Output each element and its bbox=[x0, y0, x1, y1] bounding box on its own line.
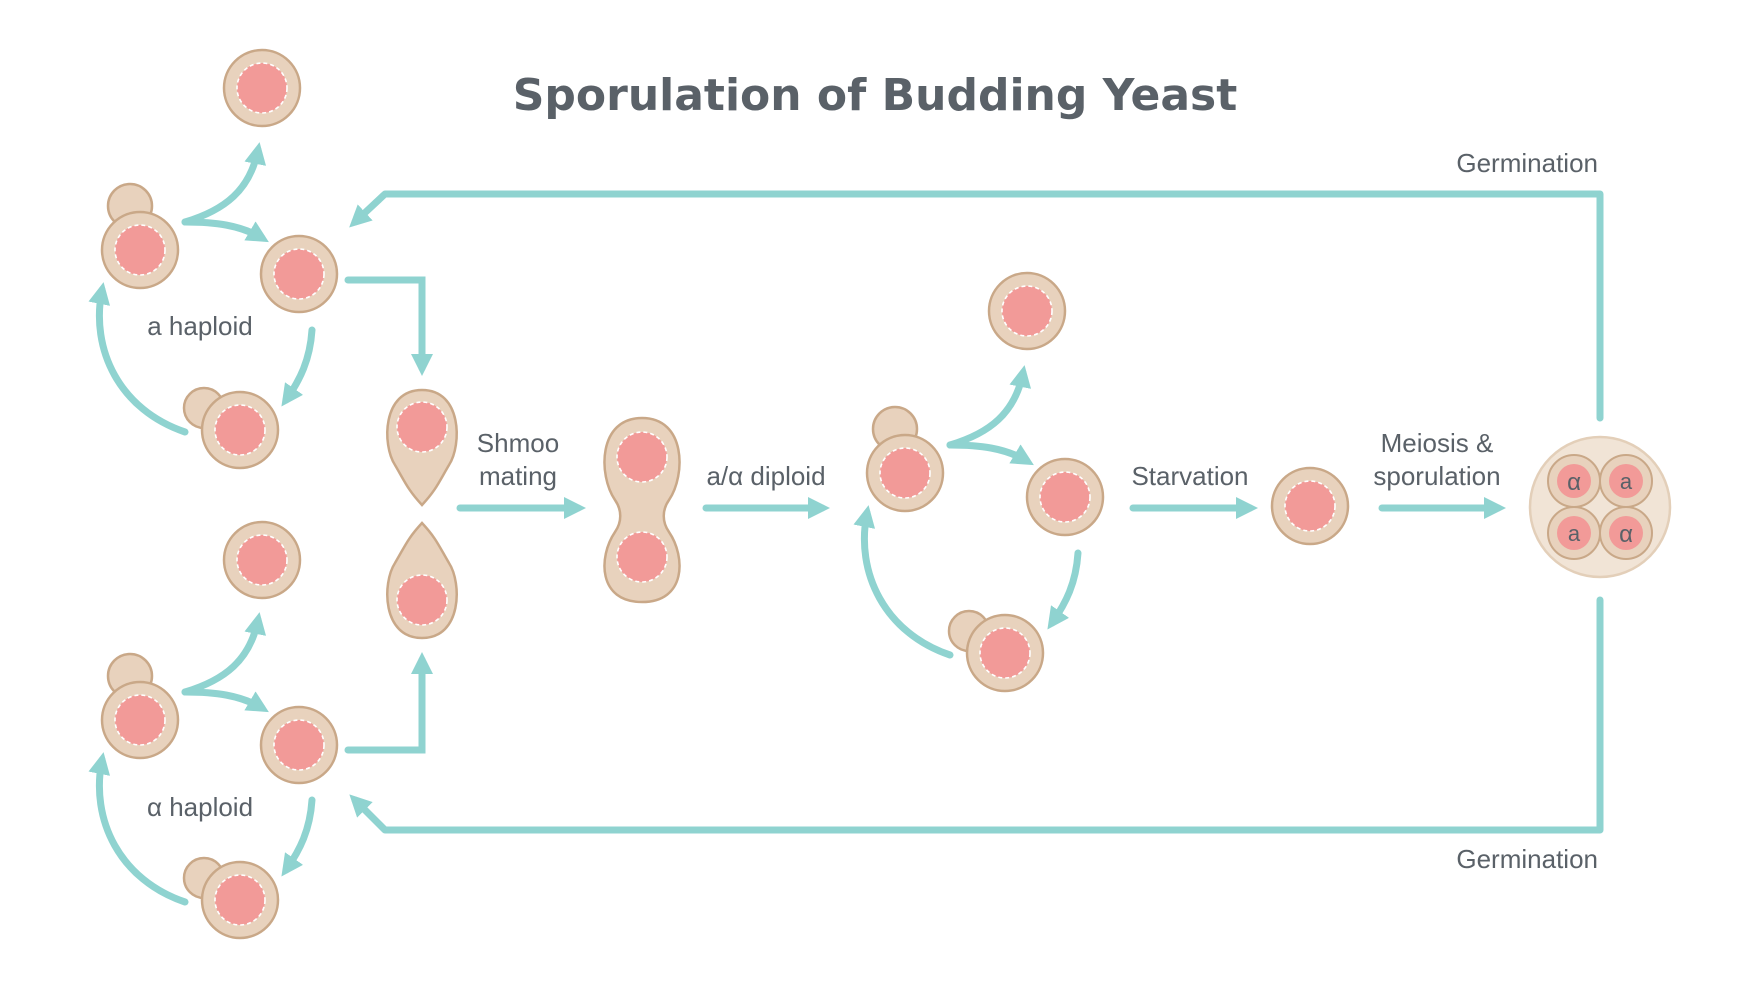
alpha-haploid-cycle: α haploid bbox=[88, 520, 433, 940]
spore-bottom-left: a bbox=[1547, 506, 1601, 560]
germination-top-arrow bbox=[349, 190, 1604, 422]
budding-yeast-cell bbox=[865, 405, 945, 513]
page-title: Sporulation of Budding Yeast bbox=[513, 70, 1238, 121]
yeast-cell bbox=[222, 48, 302, 128]
starvation-label: Starvation bbox=[1131, 461, 1248, 491]
diploid-cycle bbox=[853, 271, 1105, 693]
spore-label: a bbox=[1568, 521, 1581, 546]
spore-top-left: α bbox=[1547, 454, 1601, 508]
shmoo-cell-bottom bbox=[386, 521, 458, 640]
spore-label: α bbox=[1619, 521, 1633, 548]
yeast-cell bbox=[222, 520, 302, 600]
budding-yeast-cell bbox=[100, 182, 180, 290]
diploid-label: a/α diploid bbox=[706, 461, 825, 491]
ascus-tetrad: α a a α bbox=[1528, 435, 1672, 579]
budding-yeast-cell bbox=[947, 609, 1045, 693]
spore-top-right: a bbox=[1599, 454, 1653, 508]
starved-diploid-cell bbox=[1270, 466, 1350, 546]
shmoo-cell-top bbox=[386, 388, 458, 507]
yeast-cell bbox=[259, 705, 339, 785]
germination-top-label: Germination bbox=[1456, 148, 1598, 178]
budding-yeast-cell bbox=[182, 856, 280, 940]
shmoo-cells bbox=[386, 388, 458, 640]
shmoo-label: Shmoo bbox=[477, 428, 559, 458]
germination-loop bbox=[349, 190, 1604, 834]
spore-label: α bbox=[1567, 469, 1581, 496]
budding-yeast-cell bbox=[100, 652, 180, 760]
spore-bottom-right: α bbox=[1599, 506, 1653, 560]
alpha-haploid-label: α haploid bbox=[147, 792, 253, 822]
spore-label: a bbox=[1620, 469, 1633, 494]
germination-bottom-label: Germination bbox=[1456, 844, 1598, 874]
yeast-cell bbox=[259, 234, 339, 314]
yeast-cell bbox=[987, 271, 1067, 351]
yeast-cell bbox=[1025, 457, 1105, 537]
budding-yeast-cell bbox=[182, 386, 280, 470]
a-haploid-cycle: a haploid bbox=[88, 48, 433, 470]
mating-label: mating bbox=[479, 461, 557, 491]
germination-bottom-arrow bbox=[349, 596, 1604, 834]
sporulation-label: sporulation bbox=[1373, 461, 1500, 491]
a-haploid-label: a haploid bbox=[147, 311, 253, 341]
zygote-cell bbox=[603, 416, 681, 604]
meiosis-label: Meiosis & bbox=[1381, 428, 1494, 458]
